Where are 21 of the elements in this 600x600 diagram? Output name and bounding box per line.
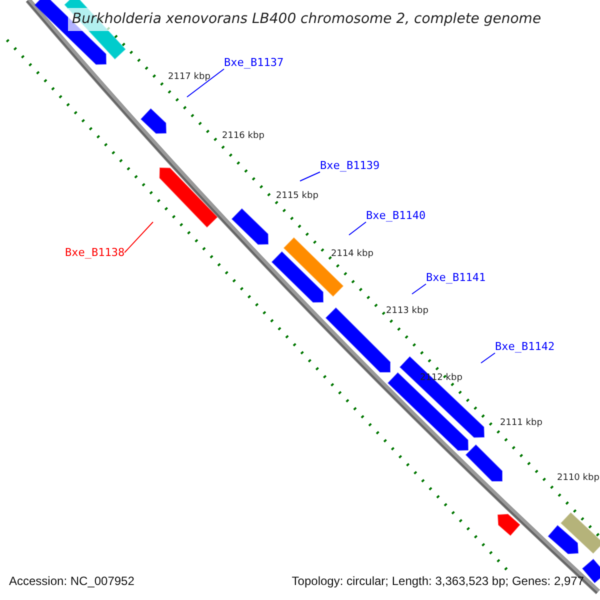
gene-label: Bxe_B1140 [366, 209, 426, 222]
gene-label: Bxe_B1142 [495, 340, 555, 353]
scale-tick-label: 2114 kbp [331, 249, 374, 260]
gene-label: Bxe_B1138 [65, 246, 125, 259]
genome-info-note: Topology: circular; Length: 3,363,523 bp; Genes: 2,977 [292, 574, 584, 589]
leader-line [348, 222, 366, 236]
leader-line [186, 68, 224, 98]
gene-label: Bxe_B1141 [426, 271, 486, 284]
scale-tick-label: 2113 kbp [386, 306, 428, 317]
gene-label: Bxe_B1137 [224, 56, 284, 69]
scale-tick-label: 2116 kbp [222, 131, 264, 142]
leader-line [124, 222, 154, 253]
scale-tick-label: 2110 kbp [557, 473, 600, 484]
gene-label: Bxe_B1139 [320, 159, 380, 172]
leader-line [300, 172, 320, 182]
accession-note: Accession: NC_007952 [9, 574, 134, 589]
leader-line [412, 284, 426, 294]
leader-line [480, 352, 496, 364]
scale-tick-label: 2115 kbp [276, 191, 318, 202]
scale-tick-label: 2111 kbp [500, 418, 542, 429]
scale-tick-label: 2117 kbp [168, 72, 210, 83]
